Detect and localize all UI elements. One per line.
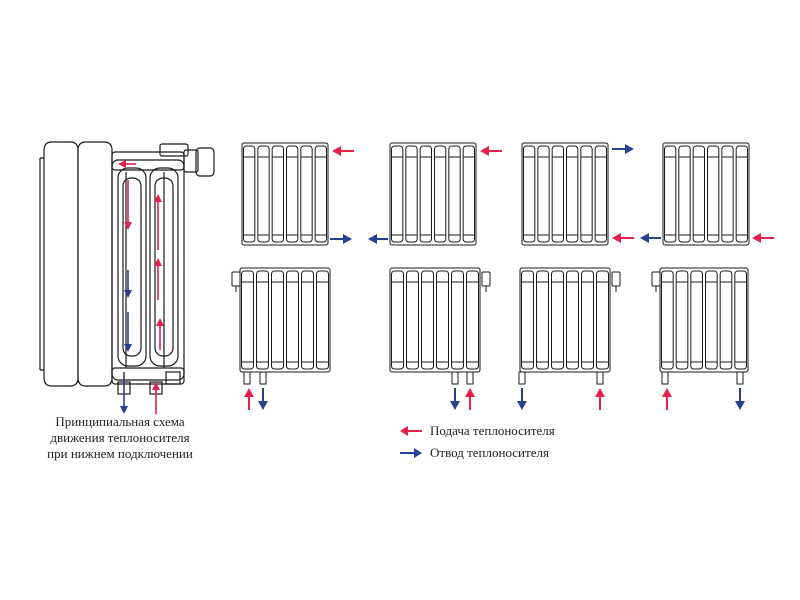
connection-schemes <box>231 142 774 410</box>
legend-return-label: Отвод теплоносителя <box>430 445 549 460</box>
legend-supply: Подача теплоносителя <box>398 420 555 442</box>
connection-fitting-2-1 <box>451 371 459 385</box>
thermostat-valve-1 <box>231 271 241 292</box>
radiator-top-1 <box>241 142 329 246</box>
radiator-bottom-3 <box>519 267 611 373</box>
legend: Подача теплоносителя Отвод теплоносителя <box>398 420 555 464</box>
radiator-bottom-4 <box>659 267 749 373</box>
supply-arrow <box>662 388 672 410</box>
supply-arrow <box>752 233 774 243</box>
return-arrow <box>450 388 460 410</box>
caption-line-3: при нижнем подключении <box>47 446 193 461</box>
connection-fitting-4-2 <box>736 371 744 385</box>
return-arrow <box>517 388 527 410</box>
legend-return: Отвод теплоносителя <box>398 442 555 464</box>
connection-fitting-3-1 <box>518 371 526 385</box>
caption-line-2: движения теплоносителя <box>50 430 190 445</box>
return-arrow <box>735 388 745 410</box>
radiator-bottom-2 <box>389 267 481 373</box>
radiator-bottom-1 <box>239 267 331 373</box>
connection-fitting-2-2 <box>466 371 474 385</box>
supply-arrow <box>465 388 475 410</box>
supply-arrow <box>332 146 354 156</box>
scheme-caption: Принципиальная схема движения теплоносит… <box>20 414 220 462</box>
supply-arrow <box>595 388 605 410</box>
supply-arrow <box>612 233 634 243</box>
thermostat-valve-4 <box>651 271 661 292</box>
radiator-top-2 <box>389 142 477 246</box>
radiator-top-3 <box>521 142 609 246</box>
return-arrow <box>640 233 661 243</box>
supply-arrow <box>244 388 254 410</box>
connection-fitting-1-1 <box>243 371 251 385</box>
legend-supply-label: Подача теплоносителя <box>430 423 555 438</box>
arrow-right-icon <box>400 448 422 458</box>
radiator-top-4 <box>662 142 750 246</box>
thermostat-valve-3 <box>611 271 621 292</box>
return-arrow <box>612 144 634 154</box>
principle-flow-arrows <box>118 160 164 414</box>
connection-fitting-1-2 <box>259 371 267 385</box>
principle-scheme <box>39 141 215 395</box>
return-arrow <box>330 234 352 244</box>
connection-fitting-4-1 <box>661 371 669 385</box>
return-arrow <box>258 388 268 410</box>
thermostat-valve-2 <box>481 271 491 292</box>
arrow-left-icon <box>400 426 422 436</box>
caption-line-1: Принципиальная схема <box>55 414 185 429</box>
supply-arrow <box>480 146 502 156</box>
connection-fitting-3-2 <box>596 371 604 385</box>
return-arrow <box>368 234 388 244</box>
